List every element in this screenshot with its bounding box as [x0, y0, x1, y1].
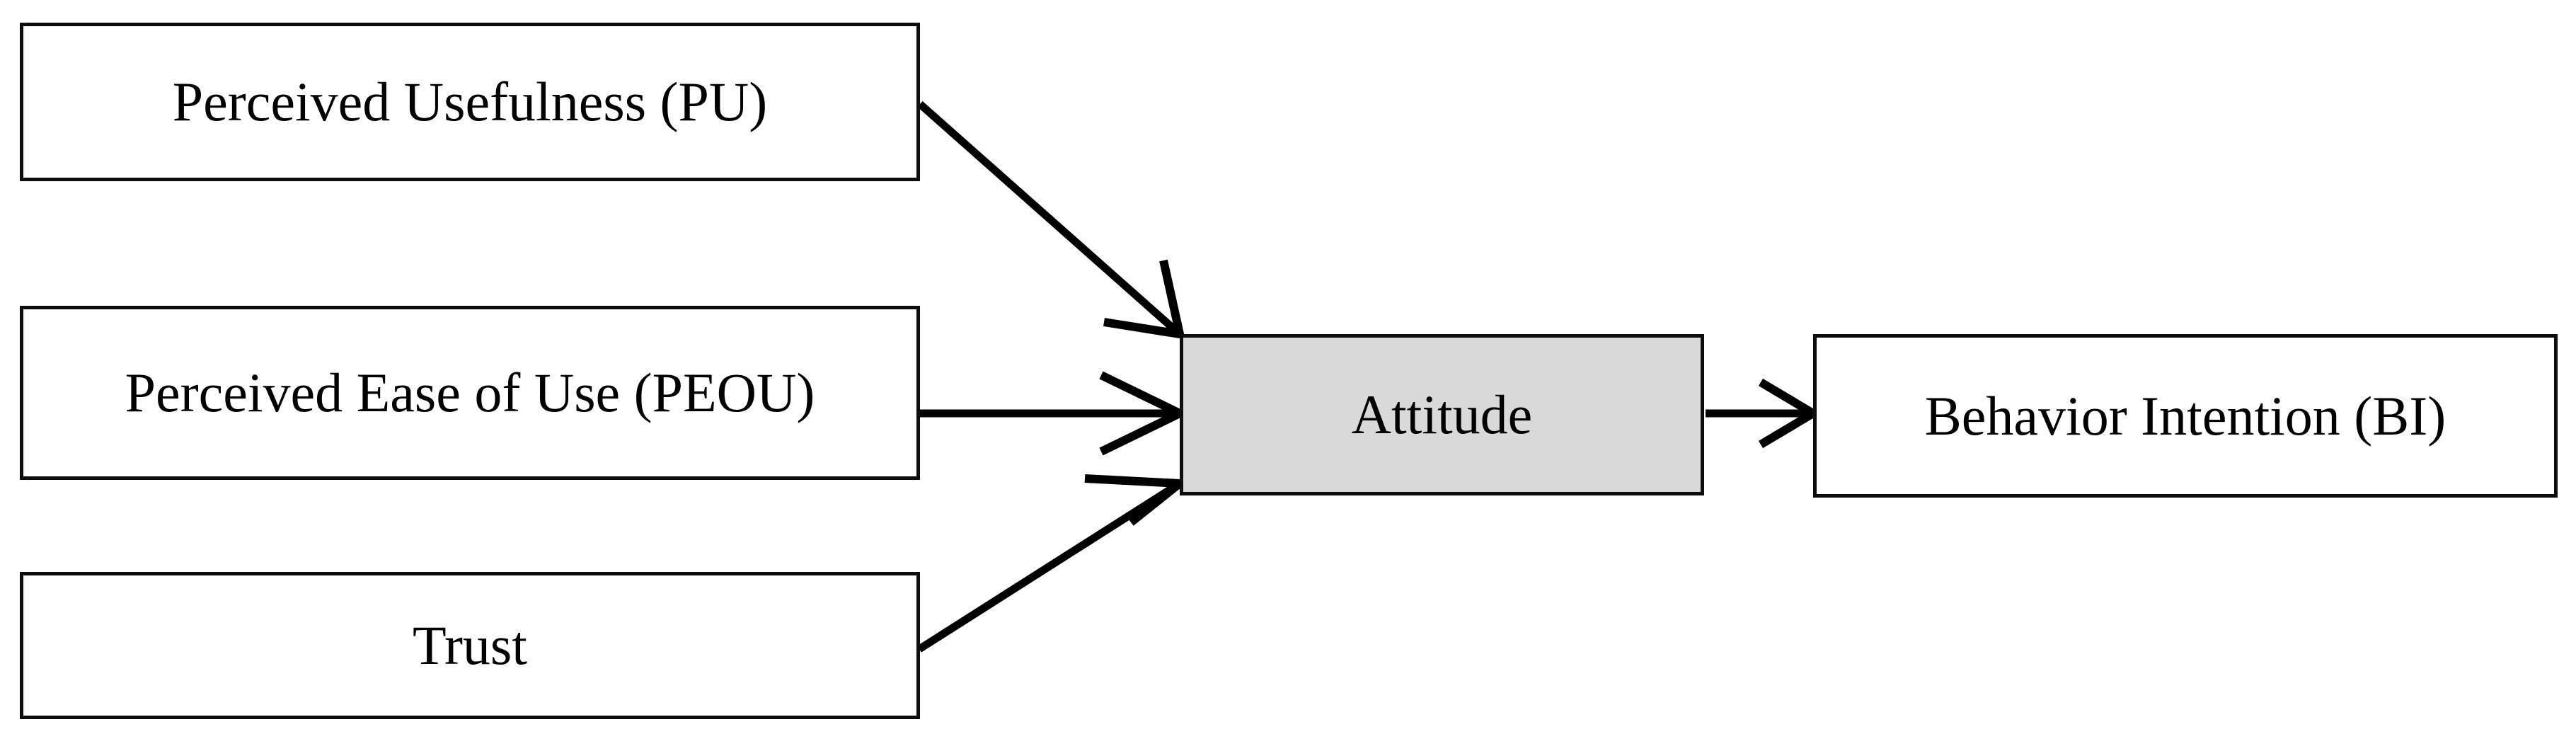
node-label-attitude: Attitude — [1351, 384, 1533, 446]
node-perceived-ease-of-use[interactable]: Perceived Ease of Use (PEOU) — [20, 306, 920, 480]
edge-peou-to-attitude — [920, 371, 1190, 456]
edge-pu-to-attitude — [917, 101, 1185, 340]
node-behavior-intention[interactable]: Behavior Intention (BI) — [1813, 334, 2558, 498]
edge-trust-to-attitude — [917, 474, 1192, 653]
node-label-trust: Trust — [413, 614, 527, 677]
node-label-perceived-ease-of-use: Perceived Ease of Use (PEOU) — [125, 362, 815, 424]
node-trust[interactable]: Trust — [20, 572, 920, 719]
node-label-perceived-usefulness: Perceived Usefulness (PU) — [172, 71, 768, 133]
node-attitude[interactable]: Attitude — [1180, 334, 1704, 495]
edge-attitude-to-bi — [1706, 378, 1822, 449]
node-label-behavior-intention: Behavior Intention (BI) — [1924, 384, 2446, 447]
node-perceived-usefulness[interactable]: Perceived Usefulness (PU) — [20, 23, 920, 181]
